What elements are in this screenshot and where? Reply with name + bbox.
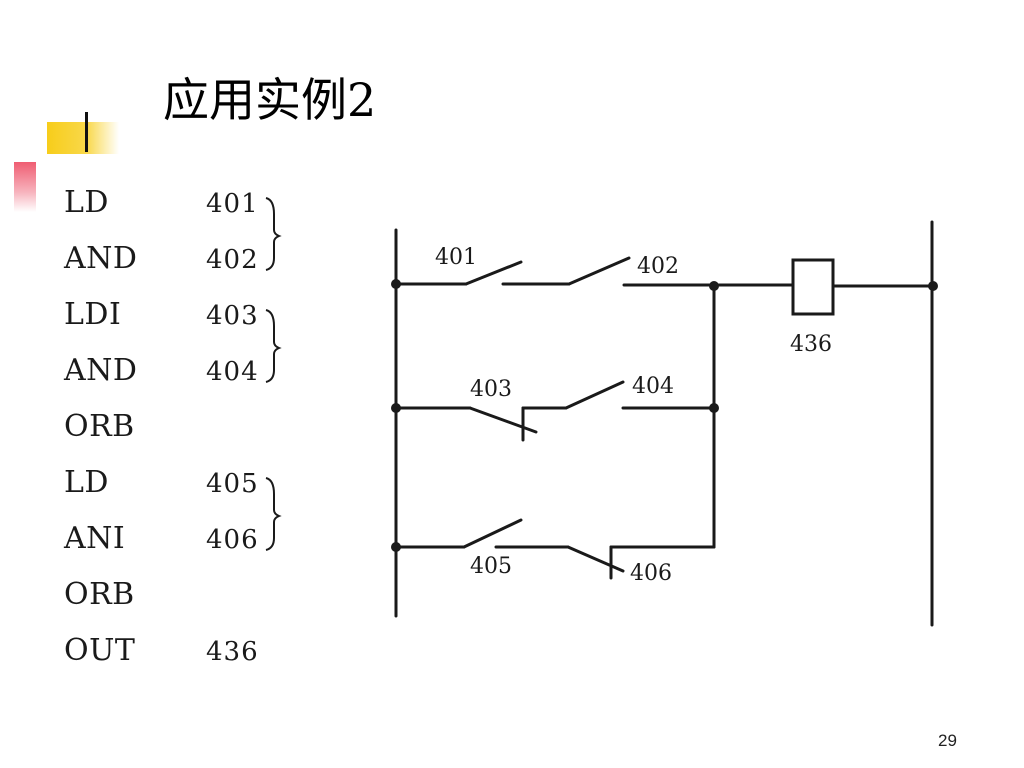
- contact-403-blade: [468, 406, 538, 434]
- instruction-op: OUT: [64, 633, 136, 668]
- instruction-op: AND: [64, 241, 138, 276]
- junction-dot: [391, 403, 401, 413]
- coil-436: [791, 258, 835, 316]
- decorative-black-bar: [85, 112, 88, 152]
- contact-label-401: 401: [435, 245, 477, 270]
- contact-401-blade: [464, 260, 523, 286]
- page-number: 29: [938, 731, 957, 750]
- instruction-op: ORB: [64, 409, 135, 444]
- instruction-addr: 406: [206, 525, 259, 555]
- decorative-pink-block: [14, 162, 36, 212]
- contact-label-402: 402: [637, 254, 679, 279]
- instruction-row: OUT 436: [64, 628, 294, 684]
- contact-402-blade: [567, 256, 631, 286]
- instruction-addr: 405: [206, 469, 259, 499]
- junction-dot: [709, 403, 719, 413]
- instruction-op: LD: [64, 185, 109, 220]
- instruction-op: AND: [64, 353, 138, 388]
- contact-406-blade: [566, 545, 625, 573]
- contact-label-403: 403: [470, 377, 512, 402]
- instruction-row: AND 402: [64, 236, 294, 292]
- instruction-addr: 403: [206, 301, 259, 331]
- instruction-addr: 436: [206, 637, 259, 667]
- contact-label-406: 406: [630, 561, 672, 586]
- instruction-op: ANI: [64, 521, 126, 556]
- slide-title: 应用实例2: [163, 73, 377, 127]
- instruction-row: ORB: [64, 404, 294, 460]
- decorative-yellow-block: [47, 122, 119, 154]
- contact-405-blade: [462, 518, 523, 549]
- instruction-row: LD 401: [64, 180, 294, 236]
- brace-group-1: [265, 197, 282, 271]
- brace-group-3: [265, 477, 282, 551]
- instruction-addr: 404: [206, 357, 259, 387]
- instruction-row: ANI 406: [64, 516, 294, 572]
- instruction-row: AND 404: [64, 348, 294, 404]
- junction-dot: [391, 279, 401, 289]
- instruction-op: LD: [64, 465, 109, 500]
- instruction-addr: 401: [206, 189, 259, 219]
- coil-label-436: 436: [790, 332, 832, 357]
- instruction-op: LDI: [64, 297, 122, 332]
- instruction-addr: 402: [206, 245, 259, 275]
- contact-404-blade: [564, 380, 625, 410]
- instruction-row: ORB: [64, 572, 294, 628]
- instruction-op: ORB: [64, 577, 135, 612]
- instruction-row: LD 405: [64, 460, 294, 516]
- junction-dot: [709, 281, 719, 291]
- junction-dot: [391, 542, 401, 552]
- contact-label-405: 405: [470, 554, 512, 579]
- contact-label-404: 404: [632, 374, 674, 399]
- junction-dot: [928, 281, 938, 291]
- instruction-row: LDI 403: [64, 292, 294, 348]
- brace-group-2: [265, 309, 282, 383]
